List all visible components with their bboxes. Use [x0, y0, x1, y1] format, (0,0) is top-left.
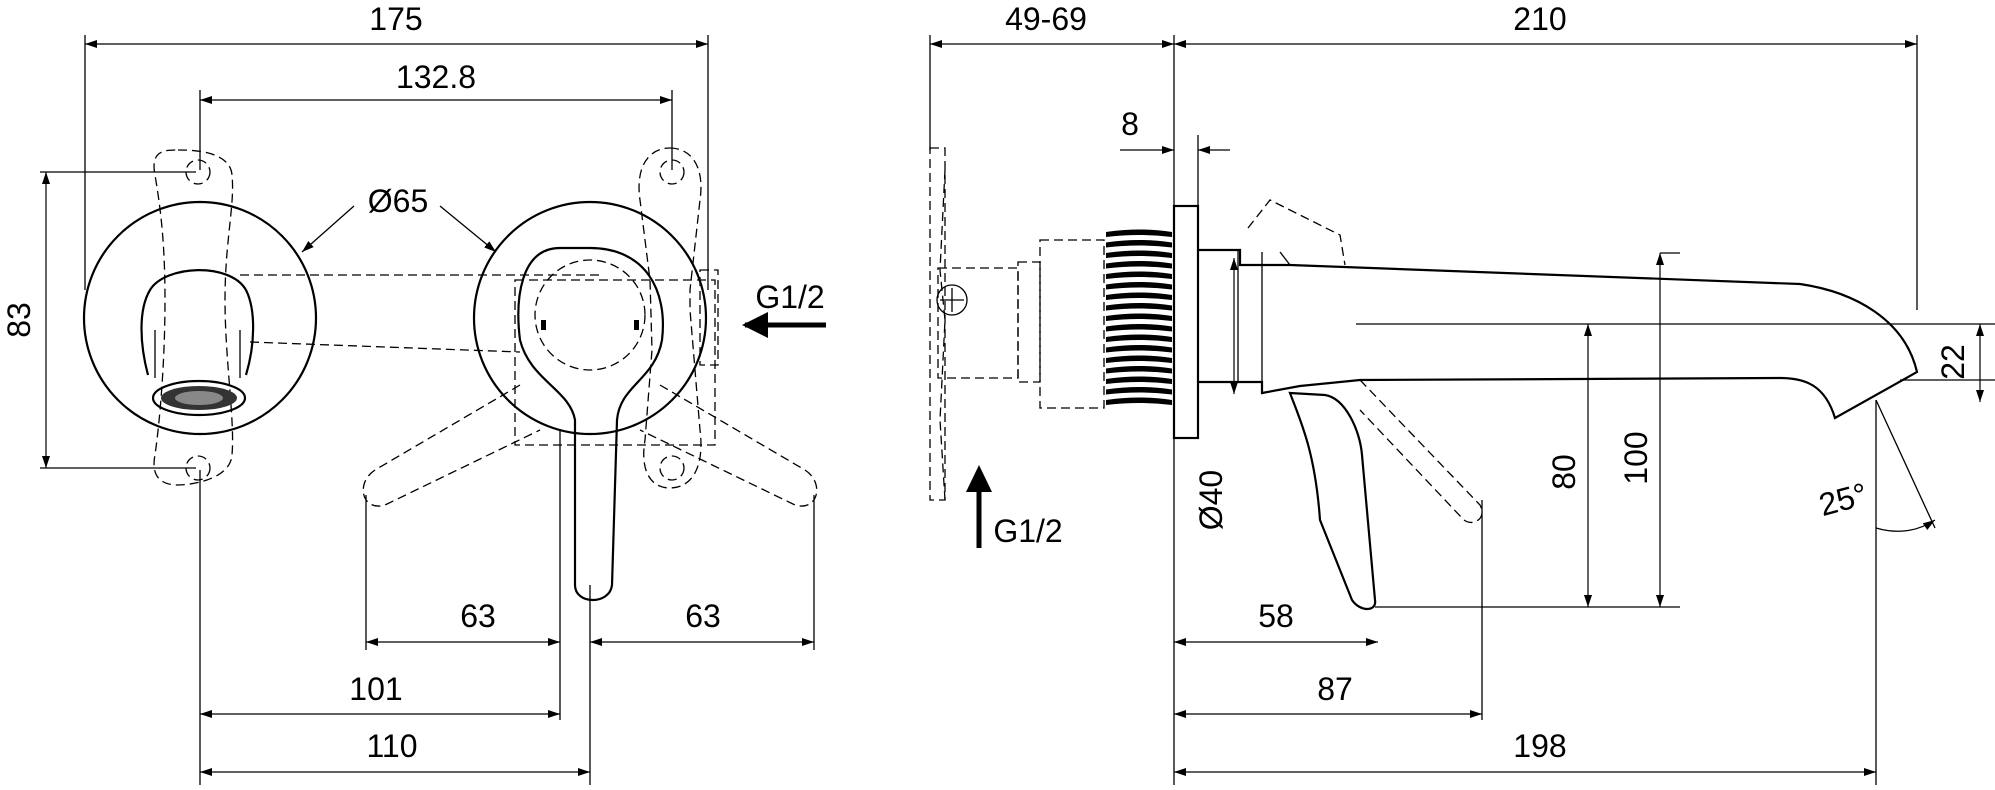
- mounting-box-hidden: [937, 267, 1019, 379]
- dim-40-label: Ø40: [1193, 470, 1229, 530]
- thread-ridge: [1106, 313, 1172, 321]
- thread-ridge: [1106, 303, 1172, 311]
- right-bracket-outline: [638, 147, 702, 489]
- thread-body: [1106, 229, 1172, 405]
- thread-ridge: [1106, 397, 1172, 405]
- dim-83-label: 83: [1, 302, 37, 338]
- side-view: 49-69 210 8 G1/2: [929, 1, 1995, 785]
- thread-ridge: [1106, 355, 1172, 363]
- dim-80-label: 80: [1546, 454, 1582, 490]
- front-view: 175 132.8 83 Ø65: [1, 1, 826, 785]
- lever-swing-hidden: [1359, 379, 1483, 523]
- dim-132-8-label: 132.8: [396, 59, 476, 95]
- thread-ridge: [1106, 229, 1172, 237]
- inlet-label: G1/2: [755, 279, 824, 315]
- dim-101-label: 101: [349, 671, 402, 707]
- fixing-screw: [936, 284, 968, 316]
- dim-175-label: 175: [369, 1, 422, 37]
- dim-198-label: 198: [1513, 728, 1566, 764]
- spout-edge: [1279, 251, 1291, 266]
- dim-63-right-label: 63: [685, 598, 721, 634]
- slot-hole: [659, 455, 685, 481]
- spout-body: [1198, 248, 1919, 420]
- handle-outline: [517, 246, 664, 601]
- slot-hole: [659, 159, 685, 185]
- cartridge-hidden: [534, 259, 646, 371]
- valve-housing-hidden: [1039, 239, 1105, 409]
- lever-position-left: [362, 384, 541, 507]
- dim-63-left-label: 63: [460, 598, 496, 634]
- dim-49-69-label: 49-69: [1005, 1, 1087, 37]
- side-inlet-label: G1/2: [993, 513, 1062, 549]
- thread-ridge: [1106, 324, 1172, 332]
- handle-mark: [634, 320, 639, 330]
- lever-position-right: [639, 384, 818, 507]
- valve-body-hidden: [514, 279, 716, 446]
- dim-110-label: 110: [366, 728, 417, 764]
- mounting-bracket-outline: [153, 149, 234, 486]
- handle-mark: [541, 320, 546, 330]
- wall-plate: [1172, 204, 1200, 440]
- slot-hole: [185, 159, 211, 185]
- thread-ridge: [1106, 345, 1172, 353]
- leader-right: [439, 205, 497, 253]
- lever-side: [1288, 391, 1377, 611]
- thread-ridge: [1106, 292, 1172, 300]
- projection-line: [249, 341, 521, 353]
- dim-100-label: 100: [1618, 431, 1654, 484]
- inlet-stub-hidden: [699, 269, 719, 366]
- dim-87-label: 87: [1317, 671, 1353, 707]
- thread-ridge: [1106, 366, 1172, 374]
- thread-ridge: [1106, 376, 1172, 384]
- thread-ridge: [1106, 334, 1172, 342]
- thread-ridge: [1106, 240, 1172, 248]
- aerator-outer: [151, 379, 247, 417]
- thread-ridge: [1106, 271, 1172, 279]
- wall-bracket-edge: [939, 169, 946, 501]
- dim-8-label: 8: [1121, 106, 1139, 142]
- mounting-flange-hidden: [1017, 261, 1041, 383]
- diameter-label: Ø65: [368, 183, 428, 219]
- inlet-arrow-up-icon: [966, 465, 992, 492]
- angle-label: 25°: [1815, 476, 1871, 523]
- angle-leg: [1875, 399, 1936, 529]
- lever-raised-hidden: [1247, 199, 1346, 266]
- thread-ridge: [1106, 261, 1172, 269]
- dim-22-label: 22: [1935, 344, 1971, 380]
- aerator-center: [175, 391, 223, 405]
- slot-hole: [185, 455, 211, 481]
- dim-210-label: 210: [1513, 1, 1566, 37]
- spout-front: [140, 269, 255, 376]
- thread-ridge: [1106, 250, 1172, 258]
- left-rosette: [82, 200, 318, 436]
- thread-ridge: [1106, 282, 1172, 290]
- right-rosette: [472, 200, 708, 436]
- inlet-arrow-icon: [742, 312, 768, 338]
- angle-arc: [1875, 519, 1936, 532]
- leader-left: [301, 205, 355, 253]
- thread-ridge: [1106, 387, 1172, 395]
- dim-58-label: 58: [1258, 598, 1294, 634]
